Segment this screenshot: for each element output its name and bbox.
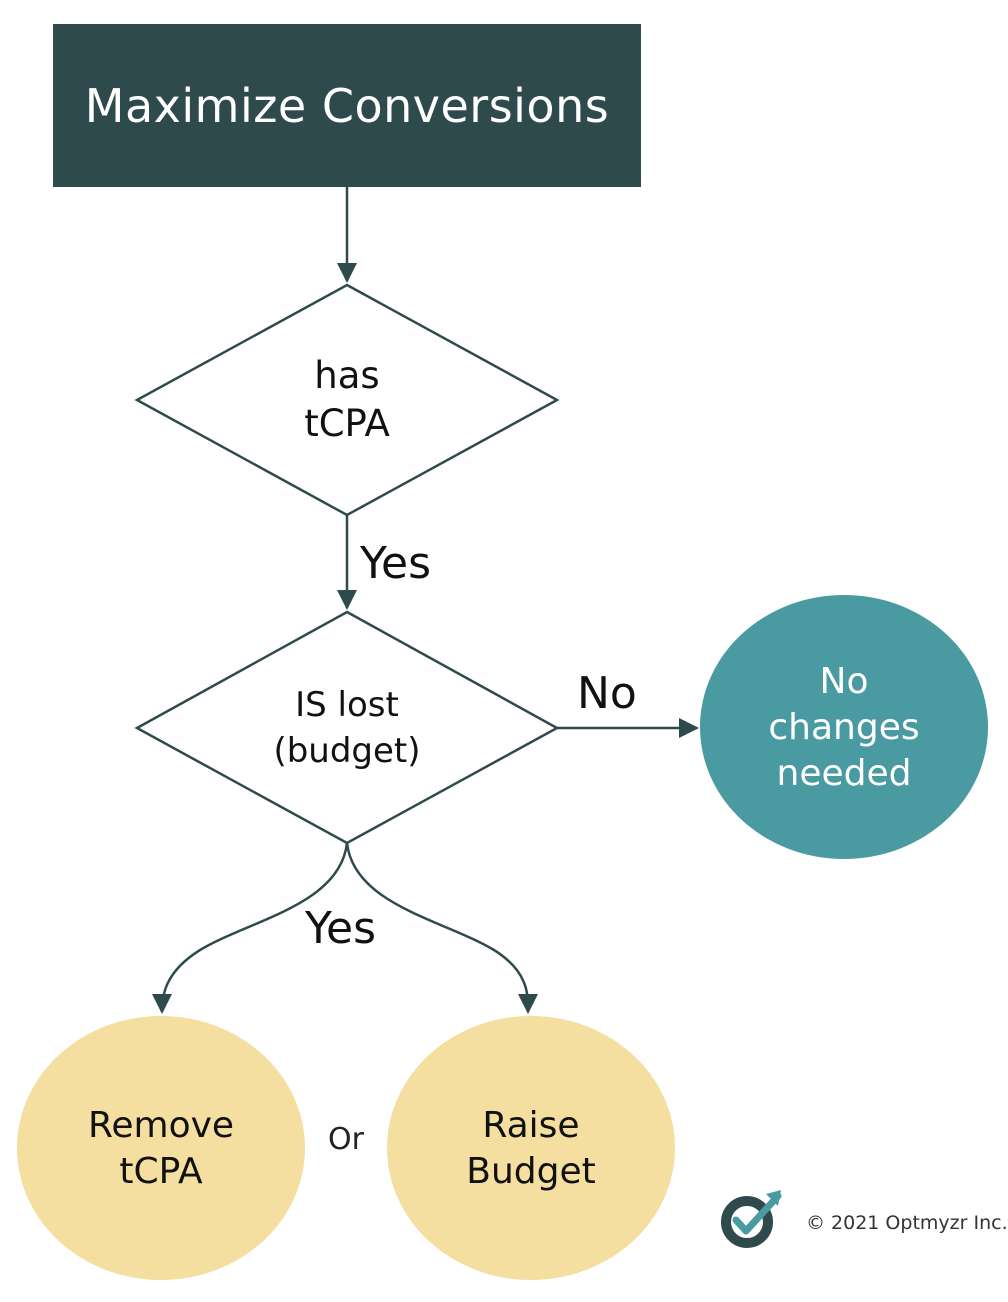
edge1-yes-label: Yes <box>360 538 432 589</box>
raise-line1: Raise <box>482 1105 580 1146</box>
remove-line1: Remove <box>87 1105 235 1146</box>
edge-yes-label: Yes <box>305 903 377 954</box>
decision2-label: IS lost (budget) <box>247 682 447 774</box>
raise-budget-label: Raise Budget <box>431 1103 631 1195</box>
edge-no-label: No <box>577 668 637 719</box>
decision1-line2: tCPA <box>304 402 390 445</box>
remove-tcpa-circle <box>17 1016 305 1280</box>
decision2-line2: (budget) <box>273 731 421 771</box>
decision1-line1: has <box>314 354 380 397</box>
remove-tcpa-label: Remove tCPA <box>61 1103 261 1195</box>
optmyzr-logo-icon <box>721 1190 782 1248</box>
raise-line2: Budget <box>466 1151 596 1192</box>
connector-yes-to-remove <box>152 842 349 1014</box>
decision1-label: has tCPA <box>247 352 447 448</box>
no-changes-line1: No <box>819 661 869 702</box>
title-text: Maximize Conversions <box>84 78 610 133</box>
decision2-line1: IS lost <box>295 685 399 725</box>
connector-yes-to-raise <box>345 842 539 1014</box>
or-label: Or <box>328 1122 364 1157</box>
copyright-text: © 2021 Optmyzr Inc. <box>806 1212 1008 1234</box>
maximize-conversions-box: Maximize Conversions <box>53 24 641 187</box>
no-changes-line2: changes <box>768 707 920 748</box>
no-changes-circle <box>700 595 988 859</box>
no-changes-label: No changes needed <box>744 659 944 797</box>
remove-line2: tCPA <box>119 1151 203 1192</box>
raise-budget-circle <box>387 1016 675 1280</box>
no-changes-line3: needed <box>776 753 912 794</box>
